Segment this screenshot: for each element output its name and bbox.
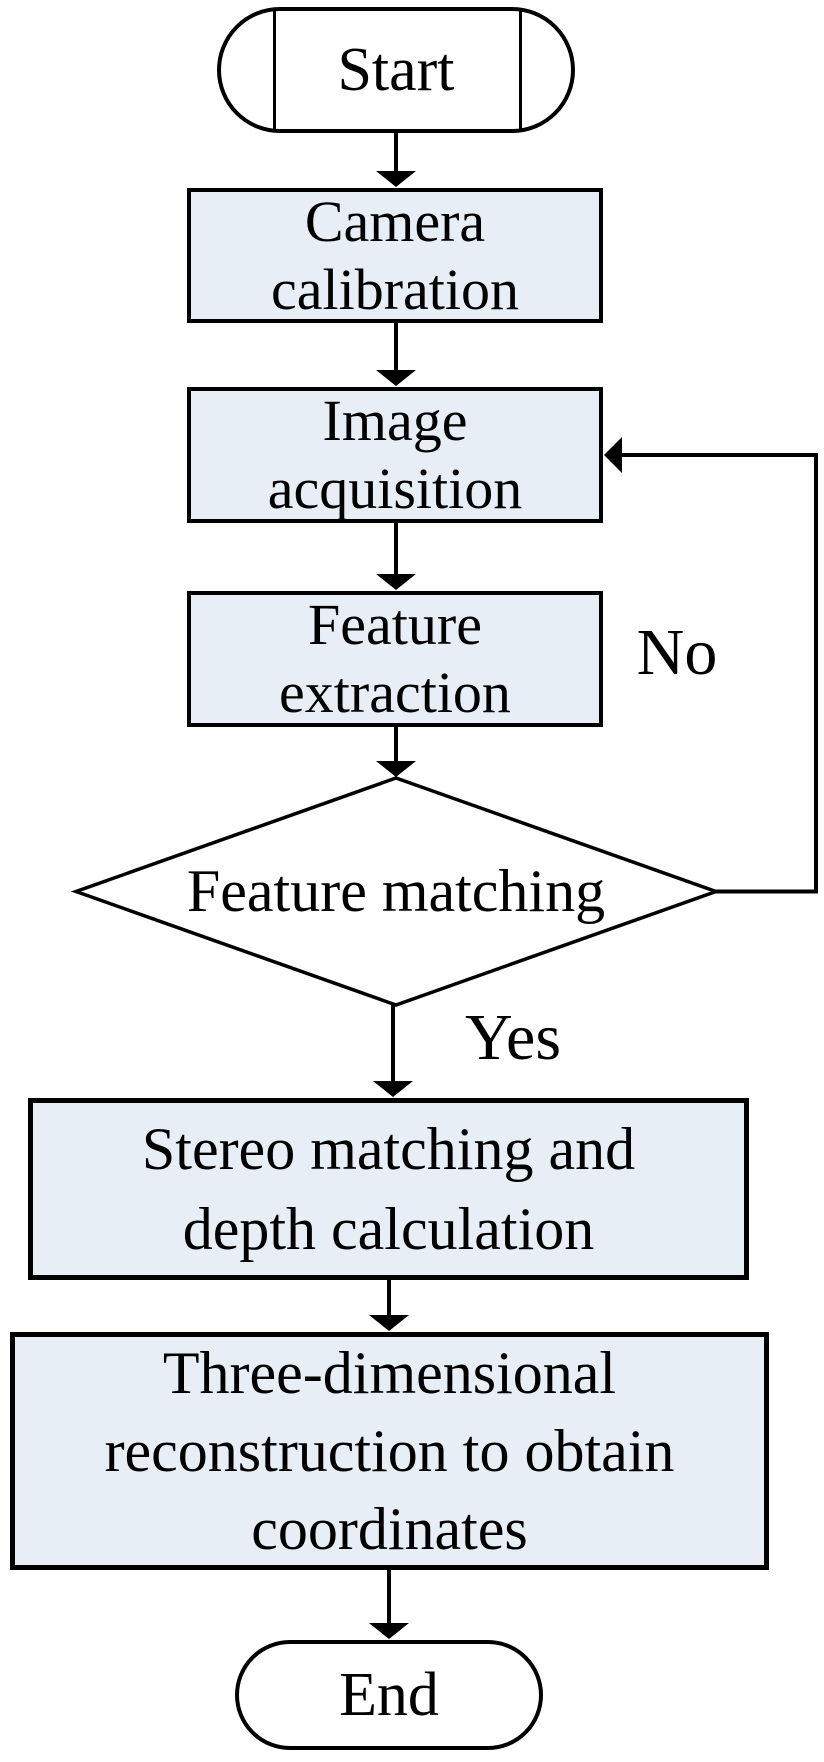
node-three-d-reconstruction: Three-dimensional reconstruction to obta…: [10, 1332, 769, 1570]
node-camera-calibration-label: Camera calibration: [270, 188, 519, 322]
node-start-label: Start: [337, 35, 455, 104]
branch-label-no: No: [636, 616, 718, 689]
node-end-label: End: [339, 1660, 439, 1729]
node-stereo-matching-label: Stereo matching and depth calculation: [141, 1116, 636, 1262]
node-feature-matching-label: Feature matching: [186, 858, 606, 924]
arrow-stereo-matching-to-reconstruction: [369, 1280, 409, 1331]
node-camera-calibration: Camera calibration: [187, 188, 603, 323]
arrow-image-acquisition-to-feature-extraction: [376, 523, 416, 590]
node-image-acquisition: Image acquisition: [187, 387, 603, 523]
node-image-acquisition-label: Image acquisition: [267, 388, 523, 521]
branch-label-yes: Yes: [464, 1001, 562, 1074]
arrow-no-loop-to-image-acquisition: [604, 437, 818, 894]
node-feature-extraction: Feature extraction: [187, 591, 603, 727]
arrow-feature-extraction-to-feature-matching: [376, 727, 416, 777]
arrow-reconstruction-to-end: [369, 1570, 409, 1639]
terminator-cap-line: [273, 11, 276, 129]
arrow-start-to-camera-calibration: [376, 133, 416, 187]
node-stereo-matching: Stereo matching and depth calculation: [28, 1098, 749, 1280]
node-end: End: [235, 1640, 543, 1750]
node-start: Start: [217, 7, 575, 133]
arrow-camera-calibration-to-image-acquisition: [376, 323, 416, 386]
node-feature-extraction-label: Feature extraction: [279, 592, 511, 725]
node-feature-matching: Feature matching: [76, 778, 716, 1005]
terminator-cap-line: [519, 11, 522, 129]
decision-diamond-shape: [70, 776, 722, 1007]
arrow-yes-to-stereo-matching: [373, 1005, 413, 1097]
node-three-d-reconstruction-label: Three-dimensional reconstruction to obta…: [104, 1340, 675, 1562]
